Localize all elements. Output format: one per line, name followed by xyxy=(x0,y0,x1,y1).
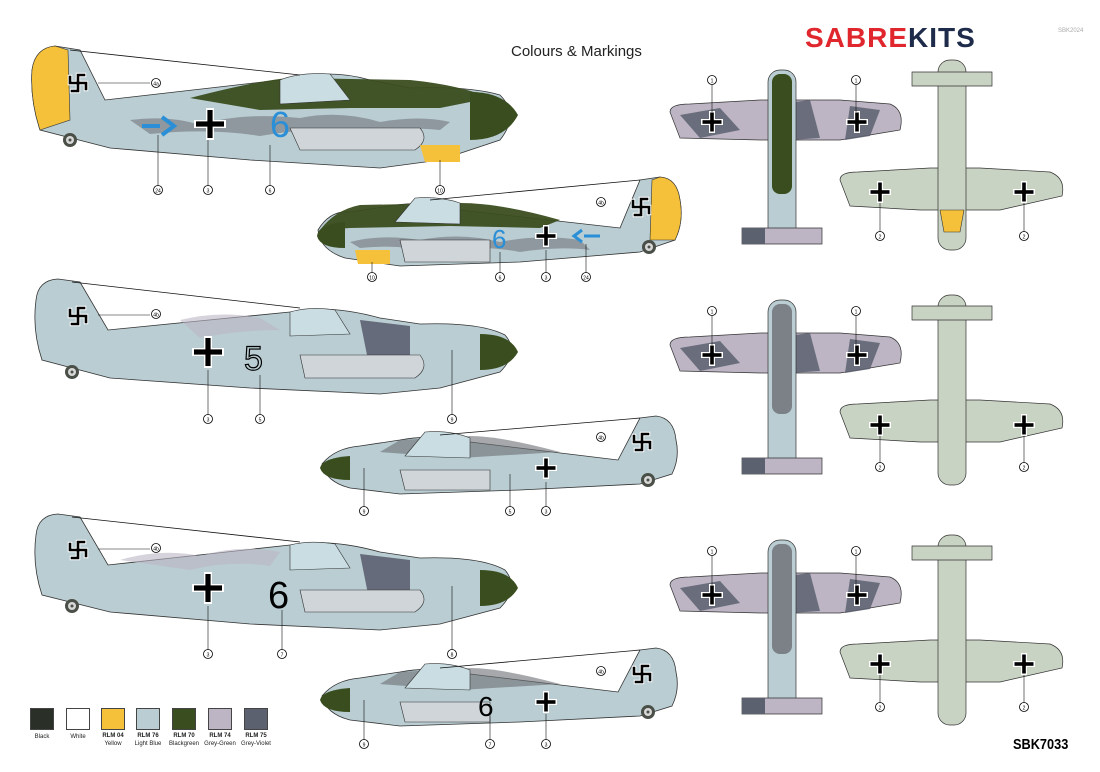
swatch-label: Yellow xyxy=(104,741,122,747)
swatch-label: Blackgreen xyxy=(168,741,200,747)
plan-view-bottom-a: 2 2 xyxy=(839,59,1064,251)
swatch-label: Grey-Green xyxy=(204,741,236,747)
callout-label: 7 xyxy=(281,653,284,659)
callout-label: 4b xyxy=(598,201,604,207)
callout-label: 10 xyxy=(369,276,375,282)
callout-label: 24 xyxy=(583,276,589,282)
callout-label: 9 xyxy=(363,510,366,516)
side-view-a-left: 6 4a 24 3 6 10 xyxy=(31,45,518,195)
side-view-b-left: 5 4b 3 5 9 xyxy=(34,278,518,424)
sheet-code: SBK2024 xyxy=(1058,28,1084,34)
callout-label: 4a xyxy=(153,82,159,88)
product-code: SBK7033 xyxy=(1013,736,1069,753)
callout-label: 4b xyxy=(598,670,604,676)
fuselage-code-c-right: 6 xyxy=(478,691,494,722)
callout-label: 3 xyxy=(545,276,548,282)
callout-label: 3 xyxy=(545,510,548,516)
plan-view-top-c: 1 1 xyxy=(669,539,902,715)
callout-label: 7 xyxy=(489,743,492,749)
callout-label: 1 xyxy=(855,550,858,556)
swatch-label: White xyxy=(70,734,86,740)
plan-view-top-b: 1 1 xyxy=(669,299,902,475)
callout-label: 2 xyxy=(879,235,882,241)
side-view-b-right: 4b 9 5 3 xyxy=(320,415,678,516)
swatch-blackgreen xyxy=(172,708,196,730)
callout-label: 6 xyxy=(499,276,502,282)
swatch-white xyxy=(66,708,90,730)
callout-label: 3 xyxy=(545,743,548,749)
swatch-label: Black xyxy=(34,734,50,740)
swatch-grey-green xyxy=(208,708,232,730)
callout-label: 3 xyxy=(207,189,210,195)
callout-label: 3 xyxy=(207,653,210,659)
brand-logo-red: SABRE xyxy=(805,22,909,53)
callout-label: 9 xyxy=(363,743,366,749)
swatch-grey-violet xyxy=(244,708,268,730)
callout-label: 1 xyxy=(711,79,714,85)
callout-label: 1 xyxy=(855,79,858,85)
side-view-c-left: 6 4b 3 7 8 xyxy=(34,513,518,659)
callout-label: 8 xyxy=(451,653,454,659)
side-view-c-right: 6 4b 9 7 3 xyxy=(320,647,678,749)
callout-label: 2 xyxy=(1023,706,1026,712)
callout-label: 3 xyxy=(207,418,210,424)
swatch-label: Light Blue xyxy=(134,741,162,747)
callout-label: 2 xyxy=(879,466,882,472)
callout-label: 2 xyxy=(1023,466,1026,472)
fuselage-code-a-right: 6 xyxy=(492,224,506,254)
page-title: Colours & Markings xyxy=(511,43,642,60)
swatch-black xyxy=(30,708,54,730)
swatch-code: RLM 75 xyxy=(245,733,267,739)
swatch-code: RLM 76 xyxy=(137,733,159,739)
callout-label: 5 xyxy=(259,418,262,424)
brand-logo-navy: KITS xyxy=(908,22,976,53)
brand-logo: SABREKITS xyxy=(805,22,976,54)
callout-label: 9 xyxy=(451,418,454,424)
callout-label: 4b xyxy=(153,547,159,553)
callout-label: 6 xyxy=(269,189,272,195)
side-view-a-right: 6 4b 10 6 3 24 xyxy=(317,176,682,282)
swatch-yellow xyxy=(101,708,125,730)
callout-label: 2 xyxy=(1023,235,1026,241)
swatch-label: Grey-Violet xyxy=(241,741,271,747)
callout-label: 4b xyxy=(153,313,159,319)
callout-label: 1 xyxy=(711,550,714,556)
callout-label: 1 xyxy=(855,310,858,316)
plan-view-bottom-b: 2 2 xyxy=(839,294,1064,486)
swatch-code: RLM 74 xyxy=(209,733,231,739)
fuselage-code-a: 6 xyxy=(270,104,290,145)
callout-label: 1 xyxy=(711,310,714,316)
callout-label: 4b xyxy=(598,436,604,442)
plan-view-bottom-c: 2 2 xyxy=(839,534,1064,726)
swatch-code: RLM 70 xyxy=(173,733,195,739)
callout-label: 10 xyxy=(437,189,443,195)
fuselage-code-b: 5 xyxy=(244,340,263,378)
callout-label: 24 xyxy=(155,189,161,195)
callout-label: 5 xyxy=(509,510,512,516)
swatch-light-blue xyxy=(136,708,160,730)
plan-view-top-a: 1 1 xyxy=(669,69,902,245)
fuselage-code-c: 6 xyxy=(268,575,289,617)
callout-label: 2 xyxy=(879,706,882,712)
swatch-code: RLM 04 xyxy=(102,733,124,739)
